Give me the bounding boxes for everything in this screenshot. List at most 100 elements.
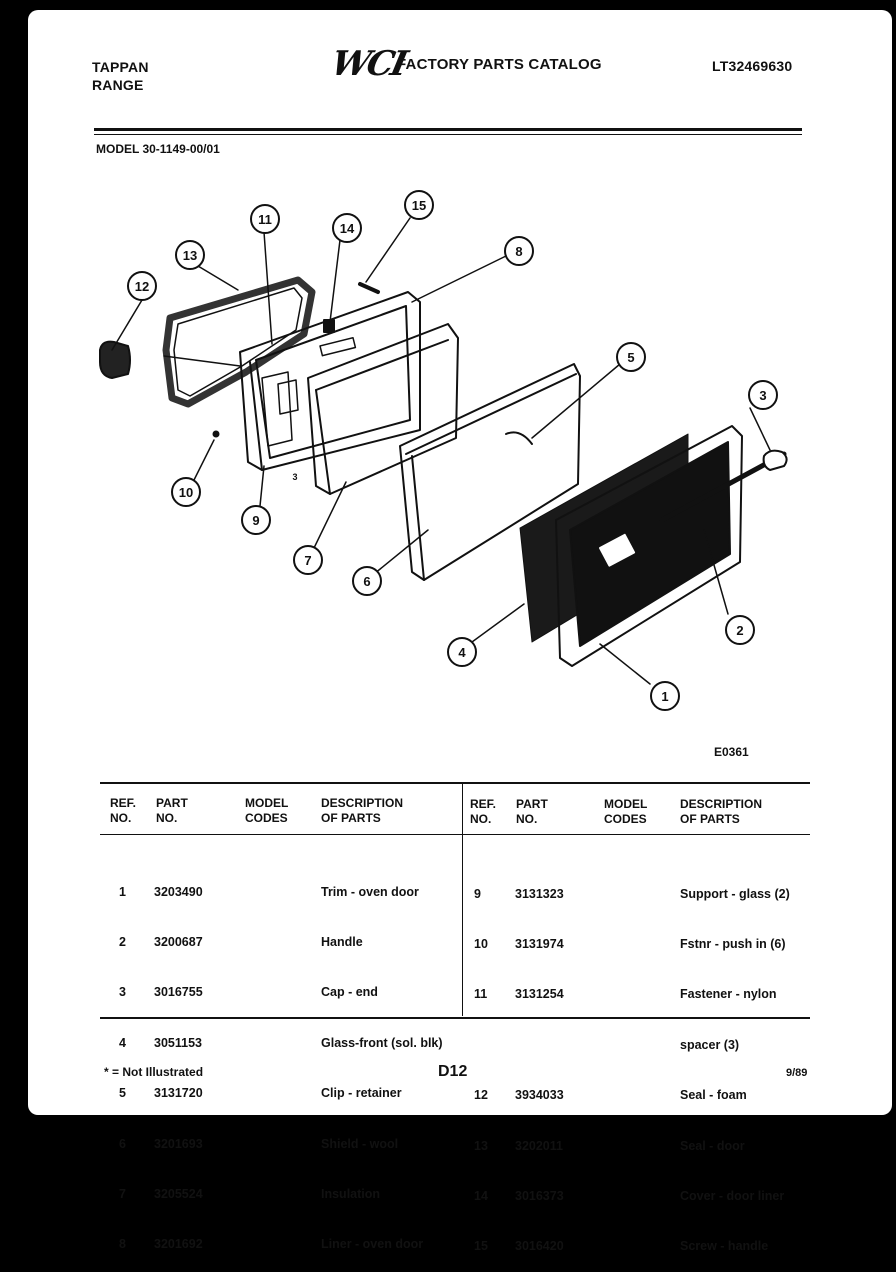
part-description: Fastener - nylon xyxy=(680,987,777,1002)
diagram-code: E0361 xyxy=(714,745,749,759)
part-description: Trim - oven door xyxy=(321,884,419,899)
table-row: 12 xyxy=(474,1088,488,1103)
callout-7: 7 xyxy=(304,553,311,568)
header-rule xyxy=(94,128,802,131)
part-description: Clip - retainer xyxy=(321,1086,402,1101)
col-model-codes: MODEL CODES xyxy=(245,796,289,825)
callout-1: 1 xyxy=(661,689,668,704)
part-number: 3201692 xyxy=(154,1237,203,1252)
right-part-column: 3131323 3131974 3131254 3934033 3202011 … xyxy=(515,852,564,1272)
part-6-shield-wool xyxy=(399,363,581,581)
table-row: 15 xyxy=(474,1239,488,1254)
brand-name: TAPPAN xyxy=(92,59,149,75)
exploded-diagram: 1 2 3 4 5 6 7 8 9 10 11 12 13 14 15 3 xyxy=(99,190,788,711)
left-ref-column: 1 2 3 4 5 6 7 8 xyxy=(119,850,126,1270)
col-part-no: PART NO. xyxy=(156,796,188,825)
part-description: Glass-front (sol. blk) xyxy=(321,1035,443,1050)
part-description: spacer (3) xyxy=(680,1037,740,1052)
col-description: DESCRIPTION OF PARTS xyxy=(321,796,404,825)
right-description-column: Support - glass (2) Fstnr - push in (6) … xyxy=(680,852,790,1272)
col-model-codes-right: MODEL CODES xyxy=(604,797,648,826)
part-description: Screw - handle xyxy=(680,1239,769,1254)
table-row: 1 xyxy=(119,884,126,899)
part-number: 3131974 xyxy=(515,936,564,951)
table-top-rule xyxy=(100,782,810,784)
catalog-date: 9/89 xyxy=(786,1067,808,1079)
part-number: 3131323 xyxy=(515,886,564,901)
not-illustrated-note: * = Not Illustrated xyxy=(104,1065,204,1079)
model-number: MODEL 30-1149-00/01 xyxy=(96,142,220,156)
table-row: 6 xyxy=(119,1136,126,1151)
table-header-rule xyxy=(100,834,810,835)
table-row: 8 xyxy=(119,1237,126,1252)
part-description: Seal - door xyxy=(680,1138,745,1153)
header-rule-thin xyxy=(94,134,802,135)
part-number: 3016755 xyxy=(154,985,203,1000)
part-number: 3934033 xyxy=(515,1088,564,1103)
col-ref-no-right: REF. NO. xyxy=(470,797,497,826)
part-description: Cap - end xyxy=(321,985,378,1000)
product-type: RANGE xyxy=(92,77,144,93)
table-row: 11 xyxy=(474,987,488,1002)
table-row: 13 xyxy=(474,1138,488,1153)
part-9-door-liner-frame xyxy=(239,291,421,471)
part-12-seal-foam xyxy=(99,340,131,379)
callout-2: 2 xyxy=(736,623,743,638)
callout-10: 10 xyxy=(179,485,193,500)
part-1-trim-oven-door xyxy=(555,425,743,667)
catalog-page xyxy=(28,10,892,1115)
part-13-door-seal xyxy=(162,276,316,408)
callout-3: 3 xyxy=(759,388,766,403)
part-description: Cover - door liner xyxy=(680,1188,785,1203)
part-number xyxy=(515,1037,564,1054)
callout-6: 6 xyxy=(363,574,370,589)
table-divider xyxy=(462,784,463,1016)
part-description: Liner - oven door xyxy=(321,1237,424,1252)
part-description: Handle xyxy=(321,934,363,949)
table-row: 4 xyxy=(119,1035,126,1050)
part-number: 3131254 xyxy=(515,987,564,1002)
callout-14: 14 xyxy=(340,221,355,236)
table-row: 9 xyxy=(474,886,481,901)
col-ref-no: REF. NO. xyxy=(110,796,137,825)
callout-8: 8 xyxy=(515,244,522,259)
col-description-right: DESCRIPTION OF PARTS xyxy=(680,797,763,826)
callout-12: 12 xyxy=(135,279,149,294)
part-number: 3202011 xyxy=(515,1138,563,1153)
part-number: 3131720 xyxy=(154,1086,203,1101)
table-row: 5 xyxy=(119,1086,126,1101)
part-description: Insulation xyxy=(321,1186,381,1201)
callout-5: 5 xyxy=(627,350,634,365)
part-7-insulation xyxy=(307,323,459,495)
table-row: 2 xyxy=(119,934,126,949)
part-description: Shield - wool xyxy=(321,1136,399,1151)
part-number: 3016373 xyxy=(515,1188,564,1203)
part-10-fastener xyxy=(212,430,220,438)
part-description: Fstnr - push in (6) xyxy=(680,936,786,951)
table-row xyxy=(474,1037,488,1054)
catalog-number: LT32469630 xyxy=(712,58,793,74)
table-row: 7 xyxy=(119,1186,126,1201)
left-part-column: 3203490 3200687 3016755 3051153 3131720 … xyxy=(154,850,203,1270)
callout-4: 4 xyxy=(458,645,466,660)
part-description: Support - glass (2) xyxy=(680,886,790,901)
right-ref-column: 9 10 11 12 13 14 15 xyxy=(474,852,488,1272)
part-number: 3201693 xyxy=(154,1136,203,1151)
table-row: 10 xyxy=(474,936,488,951)
part-number: 3051153 xyxy=(154,1035,202,1050)
part-15-screw xyxy=(358,282,380,294)
catalog-title: FACTORY PARTS CATALOG xyxy=(397,56,602,73)
part-number: 3205524 xyxy=(154,1186,203,1201)
callout-13: 13 xyxy=(183,248,197,263)
callout-9: 9 xyxy=(252,513,259,528)
small-mark: 3 xyxy=(292,472,297,482)
part-3-cap-end xyxy=(762,449,788,471)
part-number: 3203490 xyxy=(154,884,203,899)
callout-15: 15 xyxy=(412,198,426,213)
table-row: 3 xyxy=(119,985,126,1000)
left-description-column: Trim - oven door Handle Cap - end Glass-… xyxy=(321,850,443,1270)
part-number: 3016420 xyxy=(515,1239,564,1254)
table-bottom-rule xyxy=(100,1017,810,1019)
part-number: 3200687 xyxy=(154,934,203,949)
callout-11: 11 xyxy=(258,212,272,227)
